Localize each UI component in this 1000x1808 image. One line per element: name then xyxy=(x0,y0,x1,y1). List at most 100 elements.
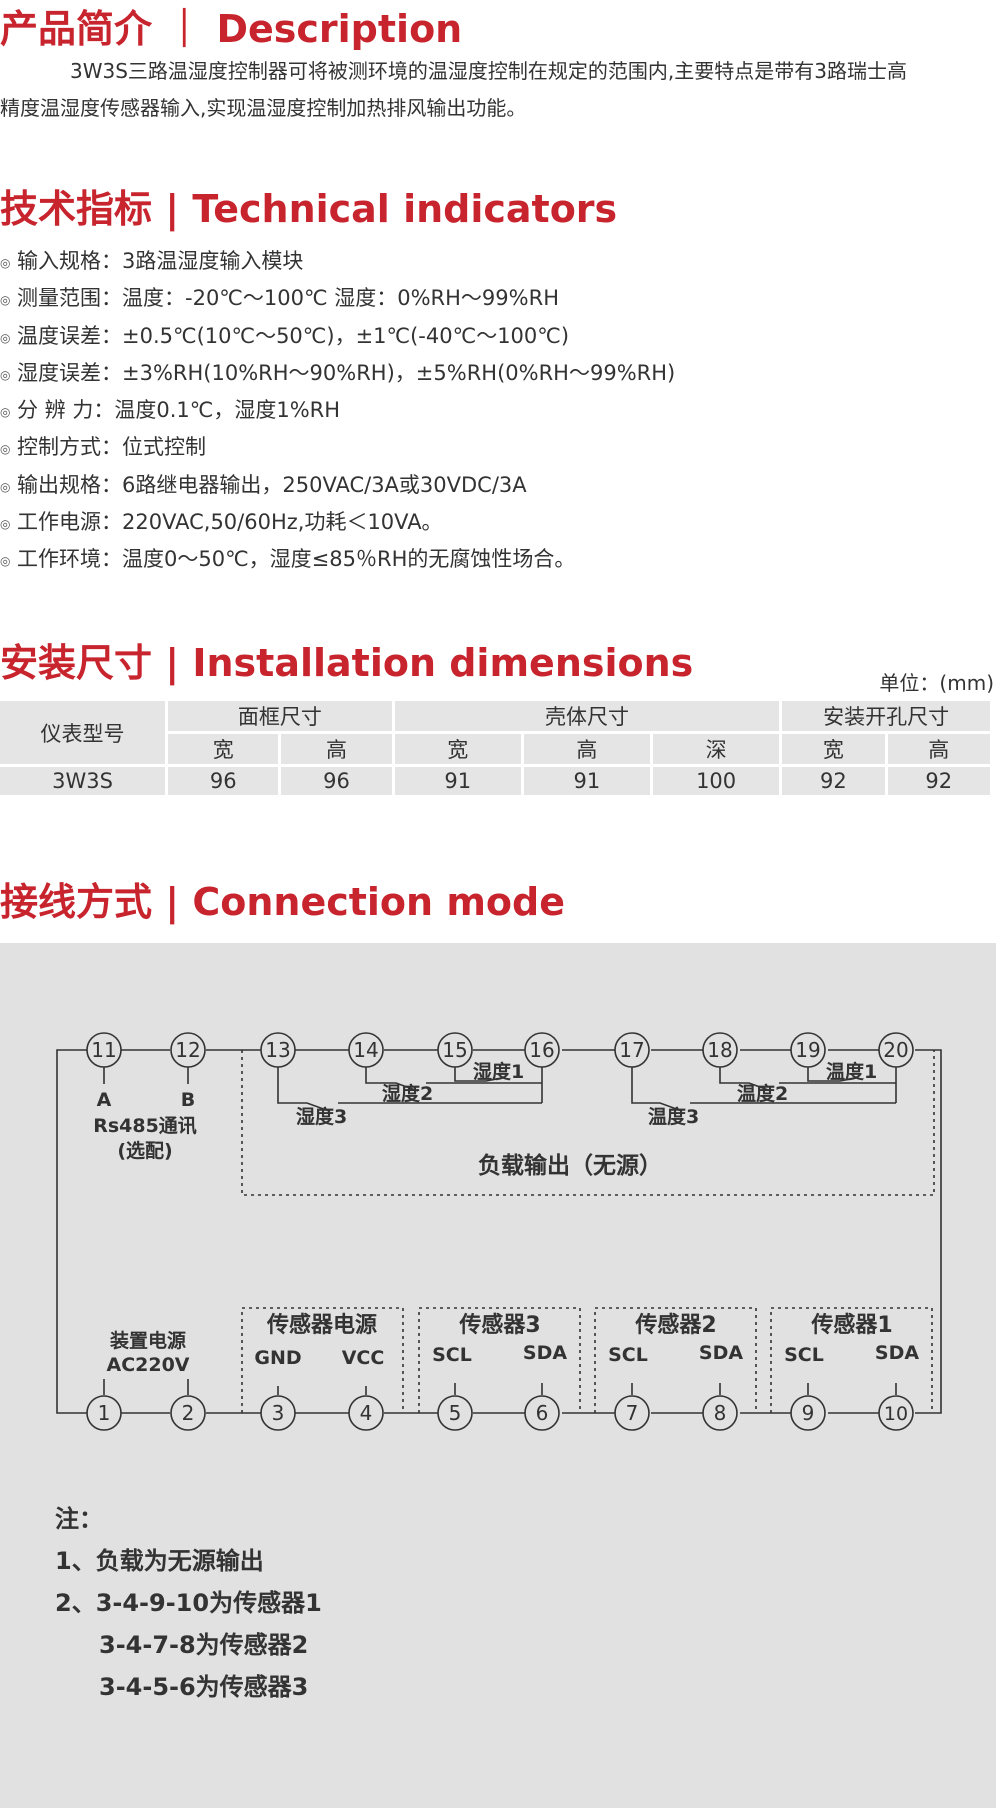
terminal-19 xyxy=(790,1032,826,1068)
sub-header: 深 xyxy=(652,734,780,764)
table-cell: 96 xyxy=(168,767,279,795)
table-row: 3W3S 96 96 91 91 100 92 92 xyxy=(0,767,990,795)
relay-humidity1-contact xyxy=(454,1067,503,1082)
rs485-b-label: B xyxy=(181,1089,195,1111)
sensor1-scl-label: SCL xyxy=(784,1344,824,1366)
spec-item: ◎温度误差：±0.5℃(10℃～50℃)，±1℃(-40℃～100℃) xyxy=(0,318,675,355)
terminal-label: 12 xyxy=(175,1038,200,1062)
connection-title: 接线方式 | Connection mode xyxy=(0,880,565,924)
relay-humidity2-contact xyxy=(365,1067,419,1092)
terminal-5 xyxy=(437,1395,473,1431)
terminal-label: 9 xyxy=(802,1401,815,1425)
description-title: 产品简介 ｜ Description xyxy=(0,7,463,51)
terminal-15 xyxy=(437,1032,473,1068)
bullet-icon: ◎ xyxy=(0,330,11,345)
note-line: 1、负载为无源输出 xyxy=(55,1547,264,1575)
terminal-1 xyxy=(86,1395,122,1431)
sub-header: 宽 xyxy=(394,734,521,764)
terminal-13 xyxy=(260,1032,296,1068)
terminal-label: 1 xyxy=(98,1401,111,1425)
terminal-8 xyxy=(702,1395,738,1431)
terminal-12 xyxy=(170,1032,206,1068)
terminal-label: 7 xyxy=(626,1401,639,1425)
spec-item: ◎控制方式：位式控制 xyxy=(0,429,675,466)
spec-item: ◎湿度误差：±3%RH(10%RH～90%RH)，±5%RH(0%RH～99%R… xyxy=(0,355,675,392)
spec-item: ◎输出规格：6路继电器输出，250VAC/3A或30VDC/3A xyxy=(0,467,675,504)
note-line: 3-4-7-8为传感器2 xyxy=(99,1631,309,1659)
terminal-3 xyxy=(260,1395,296,1431)
terminal-label: 5 xyxy=(449,1401,462,1425)
wiring-svg: 11 12 13 14 15 16 17 18 19 20 1 2 3 4 5 … xyxy=(56,1032,942,1431)
terminal-16 xyxy=(524,1032,560,1068)
model-header: 仪表型号 xyxy=(0,701,166,764)
wiring-diagram: 11 12 13 14 15 16 17 18 19 20 1 2 3 4 5 … xyxy=(0,943,996,1808)
gnd-label: GND xyxy=(254,1347,301,1369)
table-cell: 96 xyxy=(281,767,392,795)
sub-header: 高 xyxy=(887,734,990,764)
terminal-11 xyxy=(86,1032,122,1068)
bullet-icon: ◎ xyxy=(0,517,11,532)
power-voltage-label: AC220V xyxy=(106,1354,189,1376)
spec-item: ◎工作环境：温度0～50℃，湿度≤85％RH的无腐蚀性场合。 xyxy=(0,541,675,578)
terminal-label: 8 xyxy=(714,1401,727,1425)
terminal-label: 11 xyxy=(91,1038,116,1062)
terminal-20 xyxy=(878,1032,914,1068)
bullet-icon: ◎ xyxy=(0,442,11,457)
sensor1-title: 传感器1 xyxy=(810,1312,892,1338)
terminal-10 xyxy=(878,1395,914,1431)
terminal-2 xyxy=(170,1395,206,1431)
group-header-frame: 面框尺寸 xyxy=(168,701,392,731)
terminal-label: 2 xyxy=(182,1401,195,1425)
sensor3-title: 传感器3 xyxy=(458,1312,540,1338)
sensor-power-title: 传感器电源 xyxy=(266,1312,377,1338)
notes-heading: 注： xyxy=(55,1505,103,1533)
rs485-a-label: A xyxy=(97,1089,112,1111)
load-output-label: 负载输出（无源） xyxy=(478,1152,662,1179)
terminal-4 xyxy=(348,1395,384,1431)
sensor2-sda-label: SDA xyxy=(699,1342,743,1364)
table-cell: 92 xyxy=(887,767,990,795)
terminal-14 xyxy=(348,1032,384,1068)
left-wire xyxy=(56,1049,90,1414)
technical-title: 技术指标 | Technical indicators xyxy=(0,187,618,231)
spec-item: ◎分 辨 力：温度0.1℃，湿度1%RH xyxy=(0,392,675,429)
bottom-leads xyxy=(103,1379,897,1395)
sub-header: 宽 xyxy=(782,734,885,764)
description-line-2: 精度温湿度传感器输入,实现温湿度控制加热排风输出功能。 xyxy=(0,96,527,120)
humidity3-label: 湿度3 xyxy=(296,1105,347,1128)
sensor3-sda-label: SDA xyxy=(523,1342,567,1364)
terminal-label: 20 xyxy=(883,1038,908,1062)
terminal-label: 17 xyxy=(619,1038,644,1062)
installation-title: 安装尺寸 | Installation dimensions xyxy=(0,641,694,685)
terminal-label: 3 xyxy=(272,1401,285,1425)
right-wire xyxy=(915,1049,942,1414)
note-line: 2、3-4-9-10为传感器1 xyxy=(55,1589,322,1617)
temp2-label: 温度2 xyxy=(737,1082,788,1105)
terminal-18 xyxy=(702,1032,738,1068)
group-header-cutout: 安装开孔尺寸 xyxy=(782,701,990,731)
humidity2-label: 湿度2 xyxy=(382,1082,433,1105)
vcc-label: VCC xyxy=(342,1347,385,1369)
bullet-icon: ◎ xyxy=(0,554,11,569)
terminal-label: 13 xyxy=(265,1038,290,1062)
table-cell: 91 xyxy=(523,767,650,795)
temp3-label: 温度3 xyxy=(648,1105,699,1128)
spec-item: ◎工作电源：220VAC,50/60Hz,功耗＜10VA。 xyxy=(0,504,675,541)
sub-header: 高 xyxy=(523,734,650,764)
terminal-label: 15 xyxy=(442,1038,467,1062)
table-cell: 91 xyxy=(394,767,521,795)
relay-temp1-contact xyxy=(807,1067,857,1082)
terminal-17 xyxy=(614,1032,650,1068)
description-line-1: 3W3S三路温湿度控制器可将被测环境的温湿度控制在规定的范围内,主要特点是带有3… xyxy=(70,59,908,83)
group-header-case: 壳体尺寸 xyxy=(394,701,780,731)
terminal-label: 6 xyxy=(536,1401,549,1425)
description-paragraph: 3W3S三路温湿度控制器可将被测环境的温湿度控制在规定的范围内,主要特点是带有3… xyxy=(0,53,1000,127)
terminal-7 xyxy=(614,1395,650,1431)
table-cell: 92 xyxy=(782,767,885,795)
sensor2-title: 传感器2 xyxy=(634,1312,716,1338)
relay-humidity3-contact xyxy=(277,1067,330,1112)
spec-list: ◎输入规格：3路温湿度输入模块 ◎测量范围：温度：-20℃～100℃ 湿度：0%… xyxy=(0,243,675,579)
spec-item: ◎输入规格：3路温湿度输入模块 xyxy=(0,243,675,280)
bullet-icon: ◎ xyxy=(0,293,11,308)
rs485-label: Rs485通讯 xyxy=(93,1115,197,1137)
